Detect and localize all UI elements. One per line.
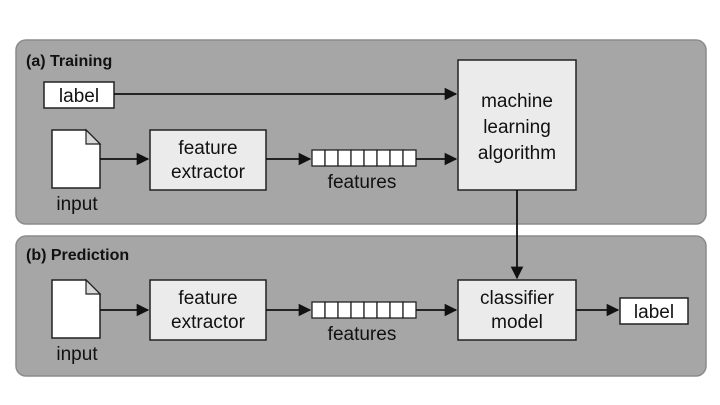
training-feature-extractor-box	[149, 129, 267, 191]
prediction-feature-vector	[311, 301, 417, 319]
prediction-label-text: label	[634, 302, 674, 323]
prediction-input-label: input	[56, 344, 98, 365]
training-input-label: input	[56, 194, 98, 215]
prediction-features-label: features	[328, 324, 397, 345]
prediction-panel: (b) Prediction input feature extractor f…	[15, 235, 707, 377]
training-extractor-line1: feature	[178, 138, 237, 159]
prediction-input-document-icon	[51, 278, 102, 339]
prediction-title: (b) Prediction	[26, 247, 129, 264]
training-feature-vector	[311, 149, 417, 167]
classifier-line1: classifier	[480, 288, 555, 309]
prediction-extractor-line1: feature	[178, 288, 237, 309]
training-label-box	[43, 81, 115, 109]
classifier-line2: model	[491, 312, 543, 333]
training-extractor-line2: extractor	[171, 162, 246, 183]
training-panel: (a) Training label input feature extract…	[15, 39, 707, 225]
training-panel-bg	[15, 39, 707, 225]
prediction-label-box	[619, 297, 689, 325]
ml-algorithm-line1: machine	[481, 91, 553, 112]
prediction-extractor-line2: extractor	[171, 312, 246, 333]
ml-algorithm-line3: algorithm	[478, 143, 556, 164]
training-features-label: features	[328, 172, 397, 193]
classifier-model-box	[457, 279, 577, 341]
ml-algorithm-line2: learning	[483, 117, 551, 138]
training-title: (a) Training	[26, 53, 112, 70]
training-input-document-icon	[51, 128, 102, 189]
prediction-feature-extractor-box	[149, 279, 267, 341]
ml-algorithm-box	[457, 59, 577, 191]
training-label-text: label	[59, 86, 99, 107]
